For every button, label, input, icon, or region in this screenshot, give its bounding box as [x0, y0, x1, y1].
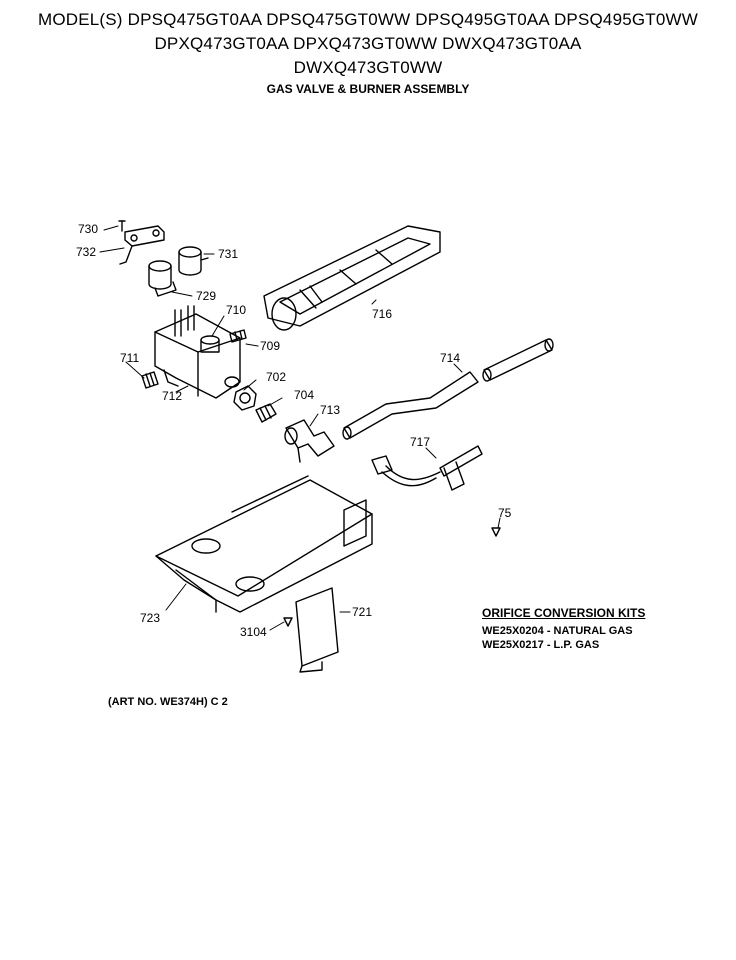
- callout-713: 713: [320, 403, 340, 417]
- part-704-orifice-drawing: [255, 403, 277, 423]
- models-line-1: MODEL(S) DPSQ475GT0AA DPSQ475GT0WW DPSQ4…: [37, 10, 699, 29]
- callout-717: 717: [410, 435, 430, 449]
- callout-710: 710: [226, 303, 246, 317]
- part-709-fitting-drawing: [229, 329, 247, 343]
- callout-714: 714: [440, 351, 460, 365]
- callout-712: 712: [162, 389, 182, 403]
- orifice-kits-box: ORIFICE CONVERSION KITS WE25X0204 - NATU…: [482, 606, 645, 652]
- callout-75: 75: [498, 506, 512, 520]
- callout-730: 730: [78, 222, 98, 236]
- callout-723: 723: [140, 611, 160, 625]
- part-717-igniter-drawing: [371, 445, 483, 491]
- part-732-bracket-drawing: [119, 225, 165, 265]
- part-711-fitting-drawing: [141, 371, 159, 389]
- callout-729: 729: [196, 289, 216, 303]
- diagram-subtitle: GAS VALVE & BURNER ASSEMBLY: [266, 82, 470, 96]
- callout-709: 709: [260, 339, 280, 353]
- part-731-coil-drawing: [178, 246, 209, 276]
- part-723-bracket-drawing: [155, 475, 373, 613]
- part-3104-screw-drawing: [283, 617, 293, 627]
- part-721-shield-drawing: [295, 587, 339, 673]
- part-714-pipe-drawing: [342, 371, 479, 440]
- callout-732: 732: [76, 245, 96, 259]
- callout-716: 716: [372, 307, 392, 321]
- callout-731: 731: [218, 247, 238, 261]
- orifice-kits-title: ORIFICE CONVERSION KITS: [482, 606, 646, 620]
- models-line-2: DPXQ473GT0AA DPXQ473GT0WW DWXQ473GT0AA: [154, 34, 582, 53]
- part-702-nut-drawing: [233, 385, 257, 411]
- part-tube-drawing: [482, 338, 554, 382]
- callout-711: 711: [120, 351, 139, 365]
- callout-702: 702: [266, 370, 286, 384]
- orifice-kit-lp-gas: WE25X0217 - L.P. GAS: [482, 639, 600, 651]
- part-729-coil-drawing: [148, 260, 177, 297]
- leader-lines: [99, 225, 501, 631]
- part-716-burner-drawing: [263, 225, 441, 331]
- art-number: (ART NO. WE374H) C 2: [108, 696, 228, 708]
- part-730-screw-drawing: [118, 220, 126, 232]
- orifice-kit-natural-gas: WE25X0204 - NATURAL GAS: [482, 625, 633, 637]
- part-712-gas-valve-drawing: [154, 305, 241, 399]
- callout-704: 704: [294, 388, 314, 402]
- callout-3104: 3104: [240, 625, 267, 639]
- part-713-elbow-drawing: [284, 419, 335, 463]
- models-line-3: DWXQ473GT0WW: [293, 58, 443, 77]
- callout-721: 721: [352, 605, 372, 619]
- part-75-screw-drawing: [491, 527, 501, 537]
